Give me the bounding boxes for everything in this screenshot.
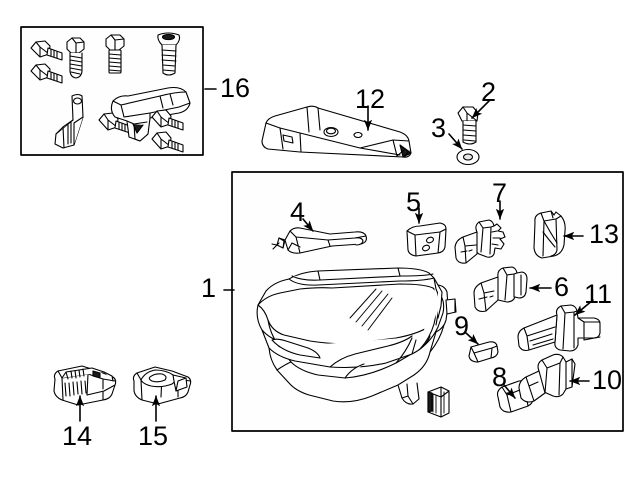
part-14-hid-ballast bbox=[53, 365, 117, 406]
part-hex-bolt-b bbox=[30, 63, 63, 84]
part-15-control-module bbox=[132, 366, 192, 405]
part-5-access-cover bbox=[406, 222, 447, 257]
part-hex-bolt-a bbox=[30, 40, 63, 61]
callout-6-bulb: 6 bbox=[554, 272, 570, 302]
callout-13-bulb-cover: 13 bbox=[589, 219, 620, 249]
part-bolt-c bbox=[105, 34, 125, 74]
callout-5-cover-cap: 5 bbox=[406, 187, 422, 217]
callout-2-bolt: 2 bbox=[481, 77, 497, 107]
part-6-halogen-bulb bbox=[473, 266, 528, 313]
part-countersunk-bolt bbox=[157, 32, 181, 76]
callout-8-bulb-small: 8 bbox=[492, 362, 508, 392]
callout-3-washer: 3 bbox=[431, 113, 447, 143]
callout-9-bulb-socket: 9 bbox=[454, 311, 470, 341]
callout-11-xenon-bulb: 11 bbox=[584, 279, 613, 309]
part-bolt-f bbox=[151, 131, 184, 153]
callout-4-bracket-arm: 4 bbox=[290, 197, 306, 227]
callout-16-hardware-kit: 16 bbox=[220, 73, 251, 103]
callout-7-bulb: 7 bbox=[492, 178, 508, 208]
part-center-bracket bbox=[110, 86, 191, 142]
callout-1-headlamp-assembly: 1 bbox=[201, 273, 217, 303]
part-13-bulb-cover bbox=[533, 210, 566, 259]
part-9-wedge-bulb bbox=[468, 341, 499, 363]
part-bolt-d bbox=[98, 112, 131, 134]
part-12-mounting-bracket bbox=[261, 105, 412, 158]
part-bolt-e bbox=[151, 109, 184, 131]
part-11-xenon-bulb bbox=[517, 304, 601, 352]
callout-10-bulb-socket-cap: 10 bbox=[592, 365, 623, 395]
callout-leaders bbox=[75, 88, 594, 422]
part-10-bulb-socket bbox=[518, 353, 576, 403]
part-threaded-stud bbox=[66, 37, 85, 79]
callout-14-ballast-module: 14 bbox=[62, 421, 93, 451]
part-2-hex-bolt bbox=[457, 106, 479, 145]
callout-15-control-module: 15 bbox=[138, 421, 169, 451]
part-7-halogen-bulb bbox=[454, 219, 506, 264]
part-retainer-clip bbox=[427, 386, 450, 418]
part-4-adjuster-arm bbox=[271, 227, 367, 254]
callout-12-mounting-bracket: 12 bbox=[355, 84, 386, 114]
part-l-bracket bbox=[54, 93, 84, 149]
part-3-washer bbox=[456, 148, 480, 166]
part-1-headlamp-assembly bbox=[256, 267, 457, 405]
